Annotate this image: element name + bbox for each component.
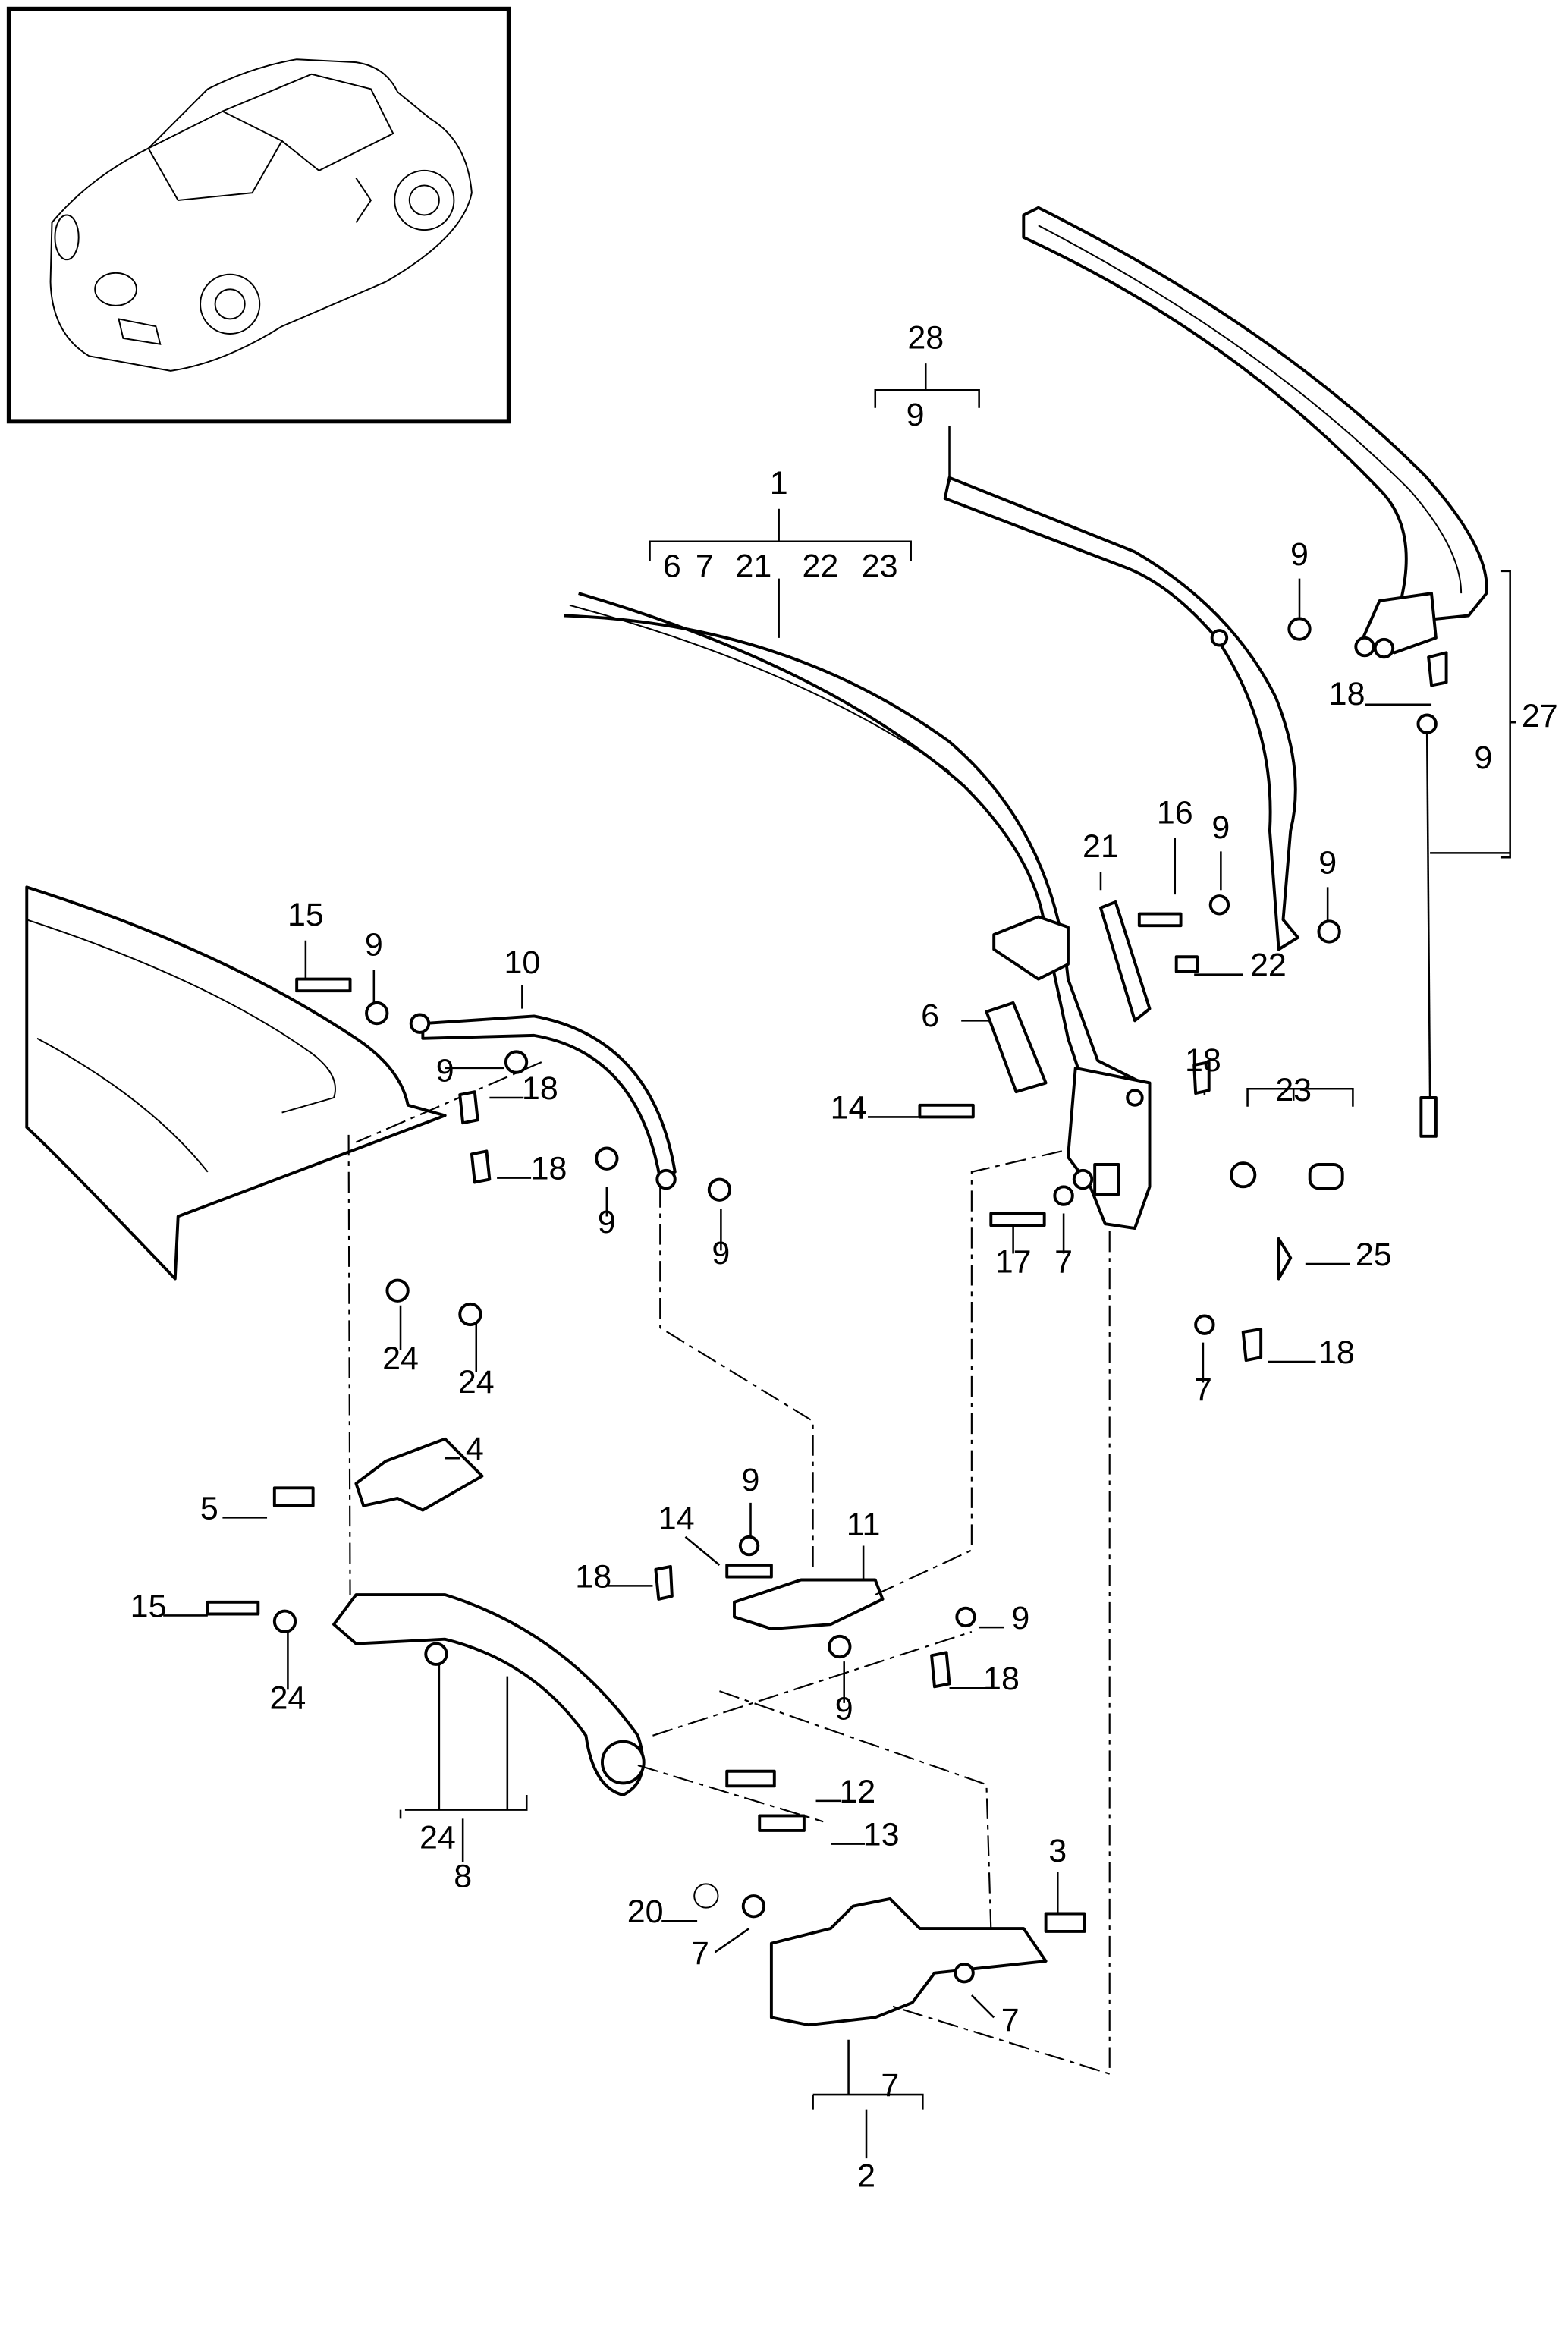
callout-16: 16: [1157, 794, 1193, 831]
fasteners: [206, 617, 1448, 1984]
car-inset-panel: [6, 6, 511, 424]
roof-bow-28: [943, 476, 1300, 951]
callout-11: 11: [847, 1507, 881, 1543]
callout-22: 22: [802, 548, 838, 585]
strip-21: [1099, 900, 1152, 1023]
callout-9: 9: [1211, 809, 1230, 846]
callout-2: 2: [857, 2158, 875, 2194]
callout-24: 24: [419, 1819, 456, 1856]
callout-4: 4: [466, 1431, 484, 1467]
callout-20: 20: [627, 1894, 664, 1930]
callout-24: 24: [458, 1364, 495, 1400]
callout-13: 13: [863, 1817, 900, 1853]
car-illustration: [49, 58, 473, 372]
callout-24: 24: [382, 1341, 419, 1377]
callout-12: 12: [839, 1774, 875, 1810]
hinge-bracket-2: [769, 1897, 1048, 2027]
callout-10: 10: [504, 944, 540, 981]
callout-28: 28: [907, 320, 944, 357]
callout-9: 9: [1290, 536, 1309, 573]
main-roof-bow-1: [564, 592, 1152, 1231]
cable-27: [1416, 713, 1438, 1138]
callout-9: 9: [835, 1690, 853, 1727]
tonneau-cover: [25, 885, 447, 1281]
callout-25: 25: [1356, 1237, 1392, 1273]
leader-lines: [163, 363, 1516, 2159]
callout-23: 23: [862, 548, 898, 585]
callout-9: 9: [1318, 845, 1337, 882]
callout-17: 17: [995, 1244, 1032, 1281]
callout-9: 9: [365, 926, 383, 963]
bracket-4: [354, 1437, 484, 1512]
callout-7: 7: [1001, 2002, 1020, 2038]
callout-3: 3: [1048, 1833, 1067, 1869]
callout-18: 18: [1329, 676, 1365, 712]
callout-7: 7: [1054, 1244, 1073, 1281]
callout-9: 9: [1011, 1600, 1029, 1636]
callout-14: 14: [831, 1089, 867, 1126]
callout-18: 18: [983, 1661, 1020, 1697]
callout-22: 22: [1250, 948, 1287, 984]
link-11: [733, 1578, 885, 1630]
callout-labels: 28 9 1 6 7 21 22 23 9 18 27 9 16 9 21 9 …: [130, 320, 1558, 2195]
main-arm-8: [332, 1593, 645, 1797]
callout-18: 18: [575, 1558, 611, 1595]
callout-18: 18: [531, 1151, 567, 1187]
callout-14: 14: [658, 1501, 695, 1537]
callout-7: 7: [696, 548, 714, 585]
callout-9: 9: [1475, 740, 1493, 776]
callout-9: 9: [742, 1462, 760, 1498]
callout-18: 18: [522, 1070, 558, 1107]
callout-18: 18: [1318, 1334, 1355, 1371]
callout-9: 9: [712, 1235, 730, 1271]
callout-9: 9: [907, 397, 925, 433]
callout-7: 7: [881, 2067, 899, 2104]
callout-27: 27: [1522, 698, 1558, 734]
callout-21: 21: [735, 548, 771, 585]
pad-6: [985, 1001, 1048, 1094]
callout-18: 18: [1185, 1042, 1221, 1079]
callout-6: 6: [921, 998, 939, 1034]
callout-23: 23: [1275, 1072, 1312, 1108]
callout-15: 15: [288, 897, 324, 933]
assembly-lines: [347, 1061, 1111, 2076]
callout-24: 24: [269, 1680, 306, 1717]
callout-7: 7: [1194, 1372, 1212, 1408]
callout-9: 9: [436, 1052, 454, 1089]
callout-7: 7: [691, 1935, 709, 1972]
callout-8: 8: [454, 1858, 472, 1894]
callout-21: 21: [1083, 828, 1119, 865]
callout-1: 1: [770, 465, 788, 501]
callout-15: 15: [130, 1588, 167, 1624]
roof-side-member-27: [1022, 206, 1488, 659]
callout-6: 6: [663, 548, 681, 585]
callout-9: 9: [598, 1204, 616, 1240]
callout-5: 5: [200, 1490, 218, 1526]
